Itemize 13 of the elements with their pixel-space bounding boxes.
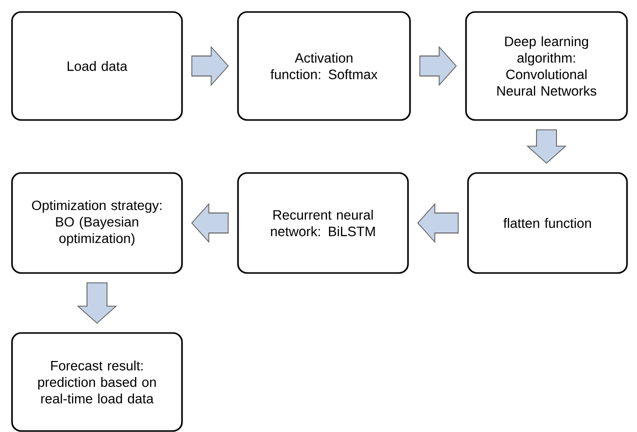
- process-box: Load data: [11, 11, 183, 121]
- process-box: Activation function: Softmax: [237, 11, 411, 121]
- block-arrow: [526, 129, 567, 164]
- process-box: Optimization strategy: BO (Bayesian optimization): [11, 172, 183, 274]
- block-arrow: [191, 46, 229, 86]
- block-arrow: [417, 202, 459, 244]
- process-box: Recurrent neural network: BiLSTM: [237, 172, 409, 274]
- process-box: Deep learning algorithm: Convolutional Neural Networks: [465, 11, 628, 121]
- block-arrow: [419, 46, 457, 86]
- block-arrow: [191, 202, 229, 244]
- process-box: flatten function: [467, 172, 628, 274]
- block-arrow: [76, 282, 118, 324]
- process-box: Forecast result: prediction based on real-time load data: [11, 332, 183, 432]
